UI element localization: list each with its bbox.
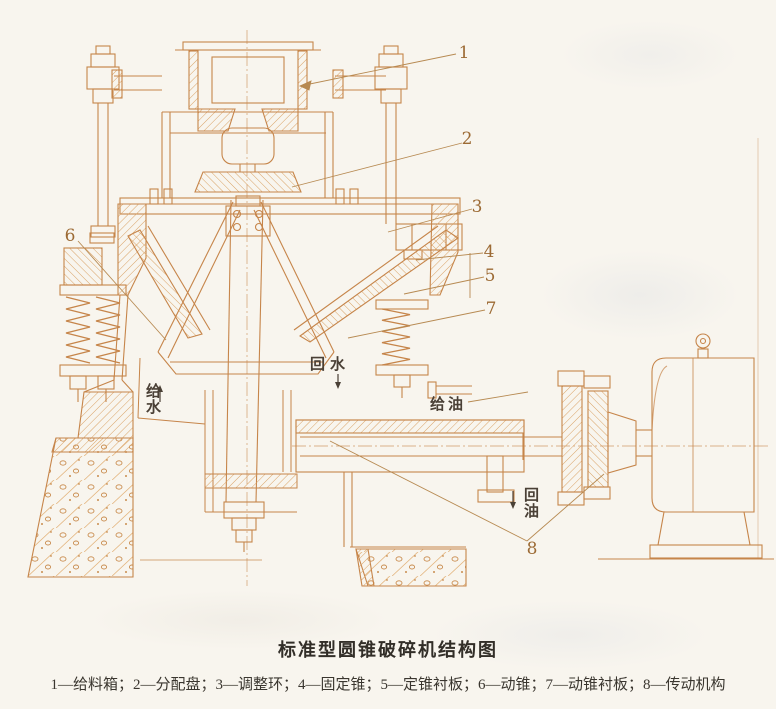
part-number-labels: 1 2 3 4 5 6 7 8 (65, 43, 538, 559)
water-feed-label: 给水 (146, 382, 162, 416)
oil-feed-label: 给油 (430, 395, 466, 413)
leader-lines (77, 53, 605, 542)
part-label-1: 1 (459, 43, 470, 63)
feed-box (170, 41, 326, 134)
moving-cone (157, 195, 335, 375)
crusher-diagram: 1 2 3 4 5 6 7 8 回水 给水 给油 回油 (27, 30, 774, 587)
part-label-2: 2 (462, 129, 473, 149)
spring-assembly-left (59, 232, 127, 402)
drive-housing (295, 381, 562, 548)
oil-return-label: 回油 (524, 486, 539, 520)
water-return-label: 回水 (310, 355, 350, 373)
fixed-cone-bowl (127, 225, 459, 343)
distributor-plate (194, 171, 302, 193)
part-label-3: 3 (472, 197, 483, 217)
tie-rod-left (86, 45, 162, 238)
motor (598, 138, 774, 560)
center-foundation (355, 548, 467, 587)
figure-title: 标准型圆锥破碎机结构图 (278, 640, 498, 660)
coupling (557, 370, 652, 506)
spring-assembly-right (375, 299, 429, 398)
part-label-4: 4 (484, 242, 495, 262)
part-label-6: 6 (65, 226, 76, 246)
figure-legend: 1—给料箱；2—分配盘；3—调整环；4—固定锥；5—定锥衬板；6—动锥；7—动锥… (50, 677, 726, 693)
center-lines (246, 30, 770, 586)
left-foundation (27, 294, 262, 578)
part-label-7: 7 (486, 299, 497, 319)
part-label-8: 8 (527, 539, 538, 559)
part-label-5: 5 (485, 266, 496, 286)
main-shaft (223, 199, 265, 552)
eccentric-sleeve (137, 357, 298, 513)
flow-annotations: 回水 给水 给油 回油 (146, 355, 539, 520)
